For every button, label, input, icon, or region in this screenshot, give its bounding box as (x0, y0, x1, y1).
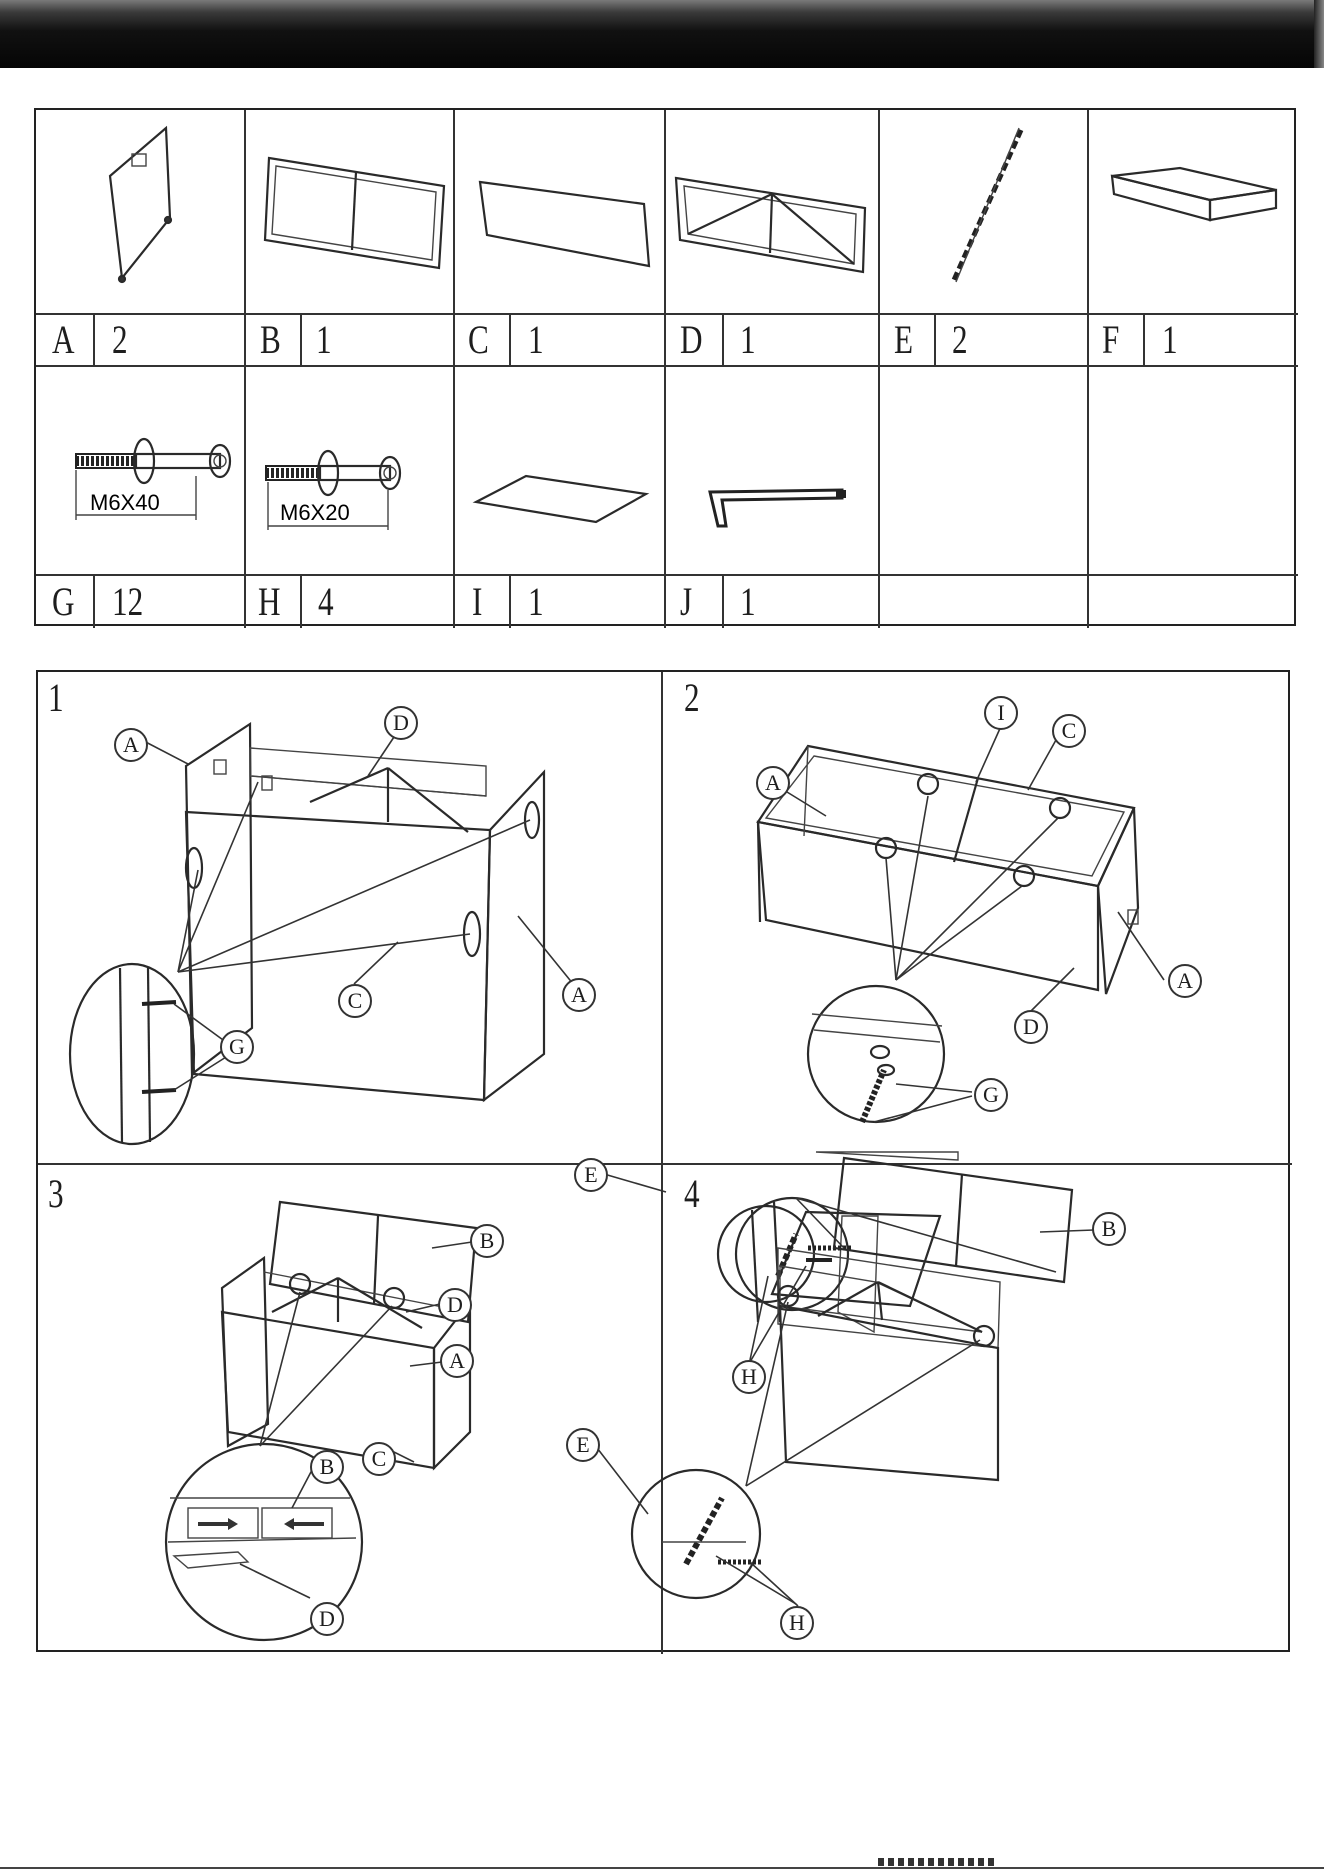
callout-label: A (440, 1344, 474, 1378)
step-2-illustration (758, 724, 1164, 1122)
bolt-size-label: M6X20 (280, 500, 350, 525)
part-qty: 4 (318, 582, 334, 622)
callout-label: D (384, 706, 418, 740)
footer-mark (878, 1858, 998, 1866)
callout-label: C (1052, 714, 1086, 748)
header-bar (0, 0, 1324, 68)
part-qty: 1 (740, 320, 756, 360)
callout-label: D (438, 1288, 472, 1322)
callout-label: H (732, 1360, 766, 1394)
allen-key-icon (710, 490, 846, 526)
callout-label: B (470, 1224, 504, 1258)
side-panel-icon (110, 128, 171, 282)
callout-label: C (362, 1442, 396, 1476)
part-qty: 1 (316, 320, 332, 360)
callout-label: A (1168, 964, 1202, 998)
part-letter: I (472, 582, 482, 622)
part-letter: J (680, 582, 692, 622)
callout-label: A (562, 978, 596, 1012)
step-number: 1 (48, 678, 64, 718)
bolt-m6x20-icon: M6X20 (266, 451, 400, 530)
part-letter: C (468, 320, 489, 360)
back-frame-icon (676, 178, 865, 272)
step-1-illustration (70, 724, 578, 1144)
callout-label: D (310, 1602, 344, 1636)
part-qty: 1 (528, 320, 544, 360)
callout-label: D (1014, 1010, 1048, 1044)
callout-label: B (310, 1450, 344, 1484)
step-number: 2 (684, 678, 700, 718)
part-letter: F (1102, 320, 1119, 360)
part-qty: 2 (112, 320, 128, 360)
chain-icon (954, 128, 1021, 282)
callout-label: A (114, 728, 148, 762)
parts-table-grid: M6X40 M6X20 (36, 110, 1298, 628)
part-letter: A (52, 320, 75, 360)
step-3-illustration (166, 1202, 476, 1640)
base-board-icon (476, 476, 646, 522)
front-panel-icon (480, 182, 649, 266)
lid-frame-icon (265, 158, 444, 268)
part-qty: 2 (952, 320, 968, 360)
callout-label: E (566, 1428, 600, 1462)
bolt-size-label: M6X40 (90, 490, 160, 515)
callout-label: G (974, 1078, 1008, 1112)
part-qty: 12 (112, 582, 143, 622)
callout-label: H (780, 1606, 814, 1640)
header-bar-edge (1314, 0, 1324, 68)
step-number: 4 (684, 1174, 700, 1214)
part-qty: 1 (528, 582, 544, 622)
assembly-steps-drawing (38, 672, 1292, 1654)
bolt-m6x40-icon: M6X40 (76, 439, 230, 520)
part-letter: B (260, 320, 281, 360)
parts-table: M6X40 M6X20 A 2 B 1 C 1 D 1 E 2 (34, 108, 1296, 626)
callout-label: B (1092, 1212, 1126, 1246)
callout-label: A (756, 766, 790, 800)
callout-label: I (984, 696, 1018, 730)
callout-label: E (574, 1158, 608, 1192)
part-qty: 1 (1162, 320, 1178, 360)
callout-label: C (338, 984, 372, 1018)
step-4-illustration (594, 1152, 1094, 1606)
part-letter: E (894, 320, 913, 360)
callout-label: G (220, 1030, 254, 1064)
part-qty: 1 (740, 582, 756, 622)
footer-rule (0, 1867, 1324, 1869)
cushion-icon (1112, 168, 1276, 220)
step-number: 3 (48, 1174, 64, 1214)
part-letter: G (52, 582, 75, 622)
part-letter: H (258, 582, 281, 622)
part-letter: D (680, 320, 703, 360)
assembly-steps-panel: 1 2 3 4 A D C A G A I C A D G B D A C B … (36, 670, 1290, 1652)
